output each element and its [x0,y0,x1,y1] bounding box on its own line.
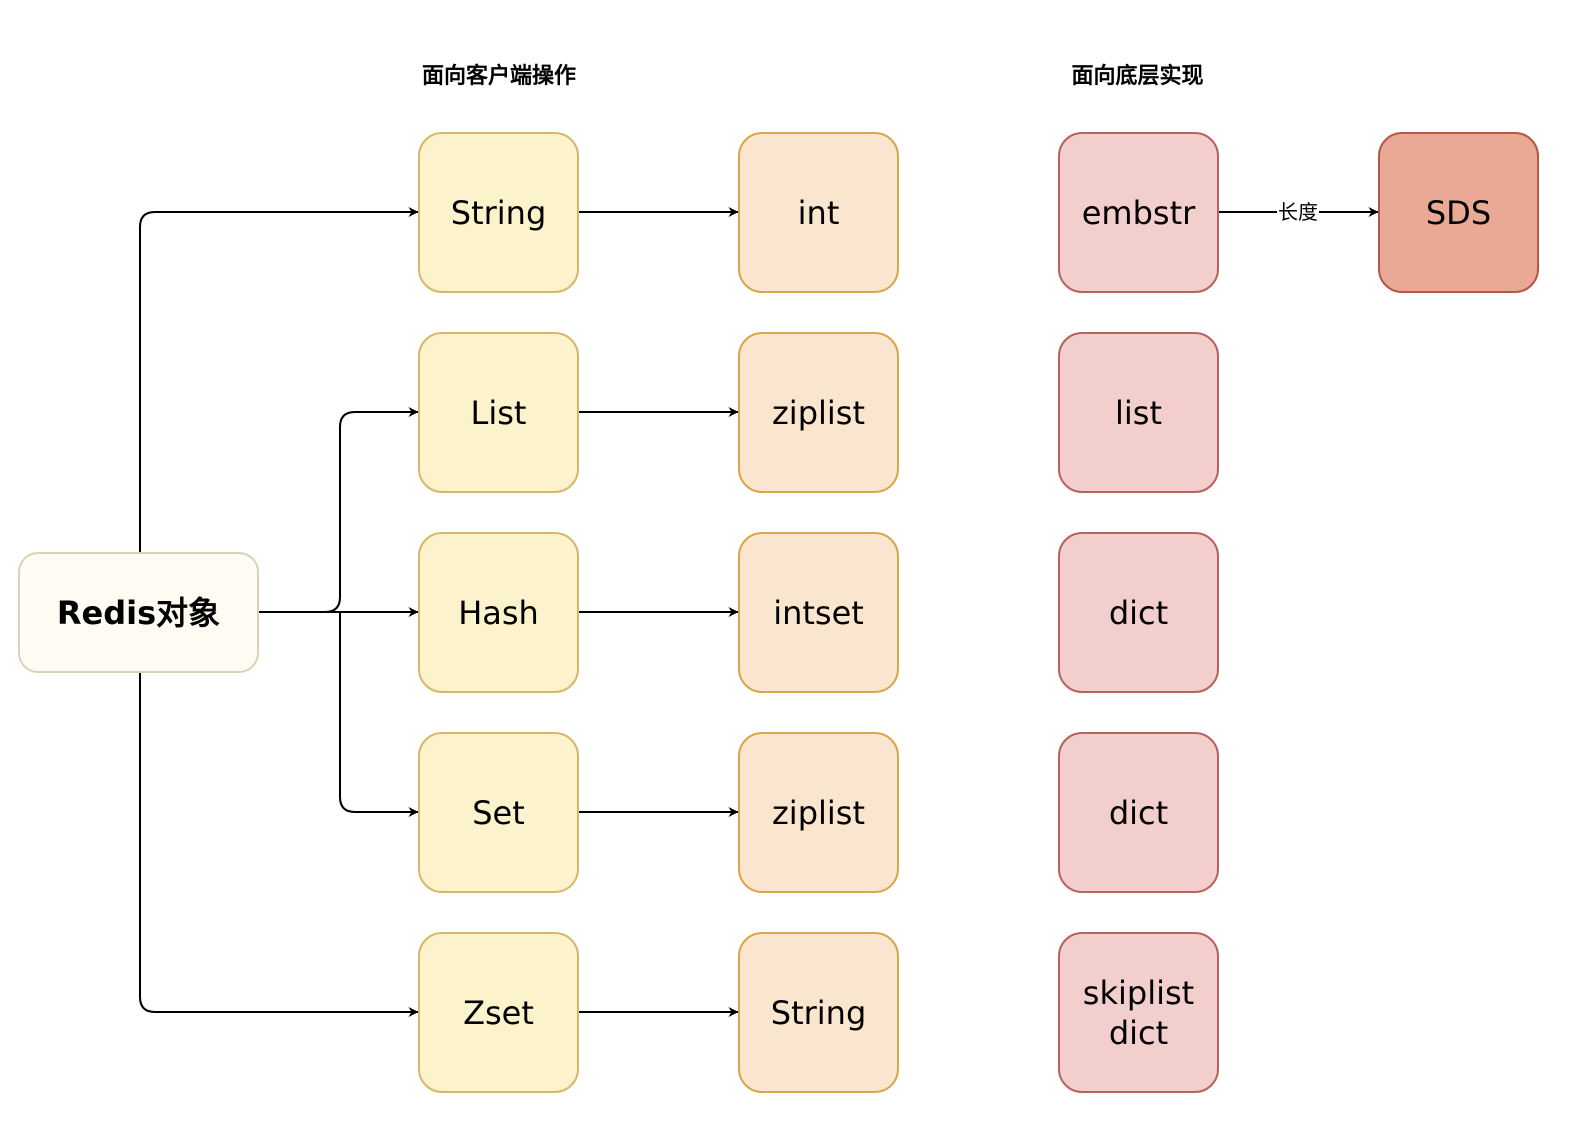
client-type-node-list: List [418,332,579,493]
implementation-node-skiplist-dict: skiplist dict [1058,932,1219,1093]
length-edge-label: 长度 [1277,200,1319,224]
redis-object-node: Redis对象 [18,552,259,673]
edge-root-string [139,207,419,552]
edge-root-set [339,612,419,817]
implementation-node-list: list [1058,332,1219,493]
encoding-node-ziplist: ziplist [738,332,899,493]
encoding-node-string: String [738,932,899,1093]
encoding-node-intset: intset [738,532,899,693]
client-operations-heading: 面向客户端操作 [421,64,576,89]
client-type-node-set: Set [418,732,579,893]
implementation-node-dict-2: dict [1058,732,1219,893]
encoding-node-int: int [738,132,899,293]
edge-root-zset [139,672,419,1017]
implementation-heading: 面向底层实现 [1071,64,1204,89]
implementation-node-embstr: embstr [1058,132,1219,293]
client-type-node-hash: Hash [418,532,579,693]
sds-node: SDS [1378,132,1539,293]
edge-root-list [258,407,419,613]
encoding-node-ziplist-2: ziplist [738,732,899,893]
implementation-node-dict: dict [1058,532,1219,693]
client-type-node-string: String [418,132,579,293]
client-type-node-zset: Zset [418,932,579,1093]
